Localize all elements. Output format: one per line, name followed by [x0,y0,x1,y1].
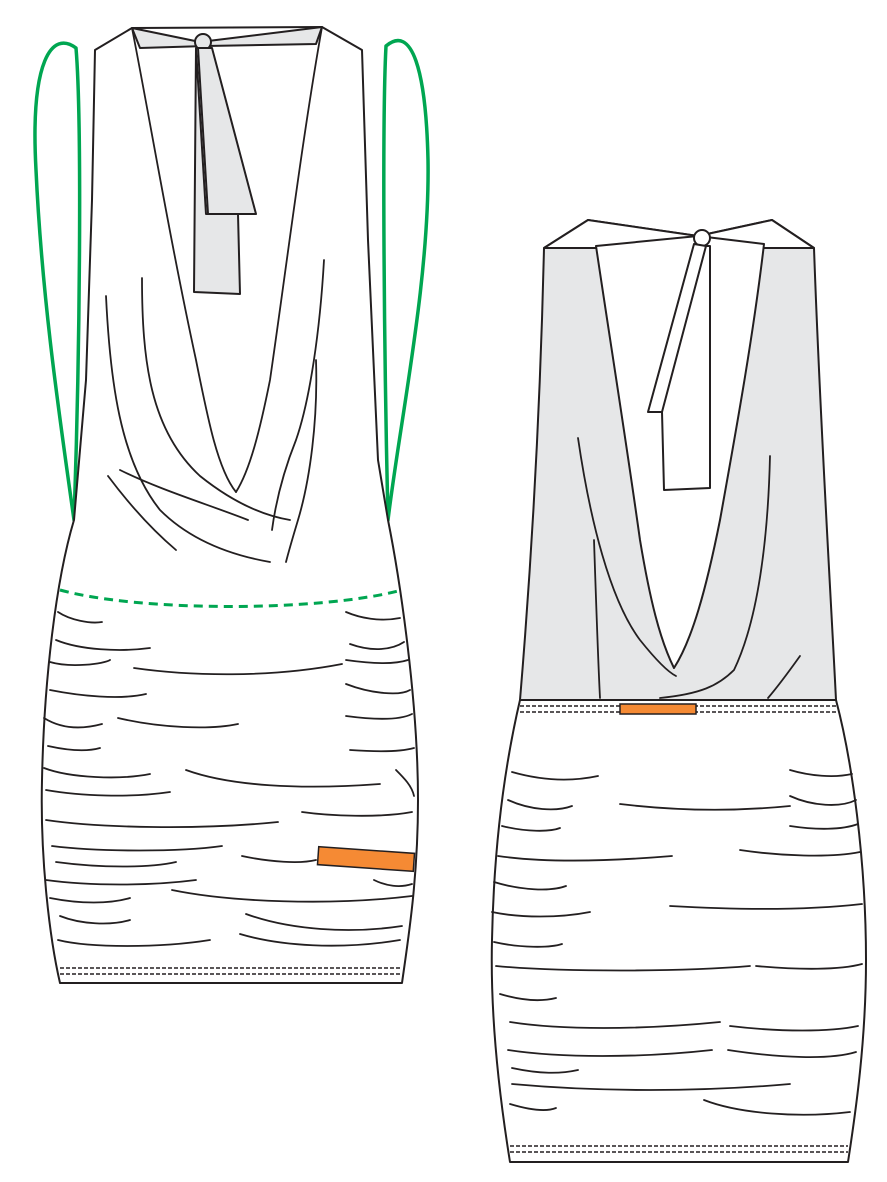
back-drape-fold [593,539,601,699]
right-strap [382,38,430,522]
left-strap [33,41,82,522]
back-view [490,219,867,1163]
front-drape-fold [119,469,249,521]
front-waist-seam [59,588,403,608]
front-drape-fold [285,359,318,563]
back-tie-tail-right [661,245,711,491]
front-cowl-left [131,27,237,493]
front-drape-fold [105,295,271,563]
back-ruching [491,769,863,1116]
back-drape-fold [577,437,677,677]
front-drape-fold [141,277,291,521]
front-cowl-right [235,26,323,493]
back-drape-fold [767,655,801,699]
front-label-tag [316,845,416,873]
front-tie-tail-right [197,47,257,215]
front-drape-fold [271,259,325,531]
back-drape-fold [659,455,771,699]
back-skirt [490,699,867,1163]
back-label-tag [619,703,697,715]
front-ruching [43,611,415,947]
front-drape-fold [107,475,177,551]
front-view [33,26,430,984]
front-tie-tail-left [193,47,241,295]
